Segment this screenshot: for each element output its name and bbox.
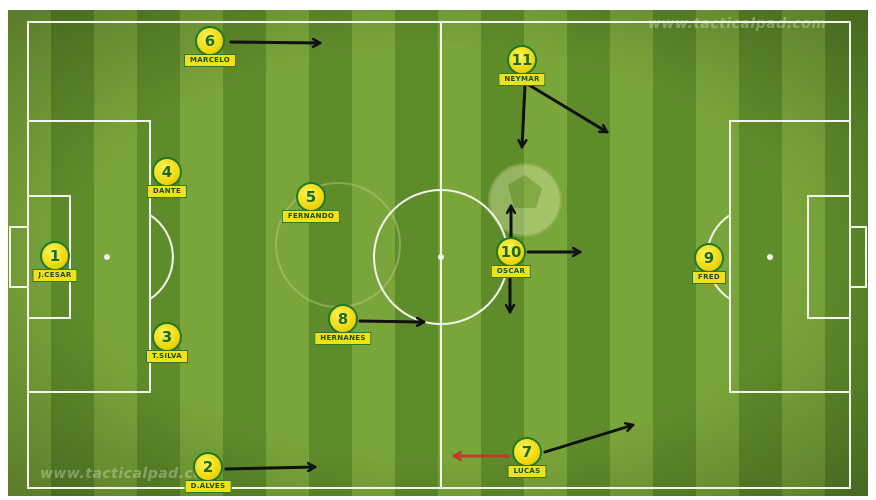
player-number: 1 [40,241,70,271]
player-name: T.SILVA [146,350,188,363]
player-number: 4 [152,157,182,187]
watermark-top: www.tacticalpad.com [648,16,827,32]
player-name: HERNANES [314,332,372,345]
player-name: LUCAS [507,465,547,478]
player-name: DANTE [146,185,188,198]
arrow-hernanes [358,321,426,322]
player-number: 2 [193,452,223,482]
player-name: D.ALVES [184,480,232,493]
player-name: FERNANDO [281,210,341,223]
player-name: MARCELO [184,54,236,67]
pitch-graphic [8,10,868,496]
field-lines [9,21,867,489]
player-number: 11 [507,45,537,75]
movement-arrows [224,42,635,469]
player-number: 10 [496,237,526,267]
player-name: J.CESAR [32,269,78,282]
player-number: 5 [296,182,326,212]
player-number: 9 [694,243,724,273]
player-name: OSCAR [490,265,532,278]
player-number: 7 [512,437,542,467]
watermark-bottom: www.tacticalpad.com [40,466,219,482]
pitch-background [8,10,868,496]
player-number: 8 [328,304,358,334]
player-number: 3 [152,322,182,352]
arrow-neymar-diag [527,83,609,134]
player-name: FRED [692,271,726,284]
arrow-lucas [543,425,635,454]
player-name: NEYMAR [498,73,546,86]
arrow-marcelo [229,42,322,43]
arrow-neymar-down [522,83,525,149]
player-number: 6 [195,26,225,56]
arrow-dalves [224,467,317,469]
